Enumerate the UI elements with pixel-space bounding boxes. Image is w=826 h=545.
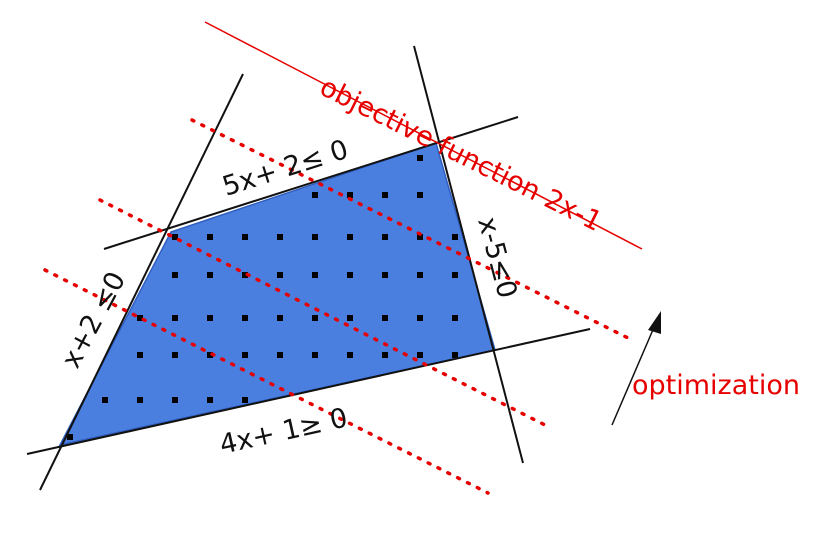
lattice-point-3 xyxy=(382,192,388,198)
lattice-point-19 xyxy=(347,272,353,278)
right-constraint-label: x-5≤0 xyxy=(471,214,522,302)
lattice-point-39 xyxy=(347,352,353,358)
lattice-point-10 xyxy=(347,234,353,240)
objective-line xyxy=(204,21,643,250)
lattice-point-20 xyxy=(382,272,388,278)
lattice-point-16 xyxy=(242,272,248,278)
lattice-point-46 xyxy=(207,397,213,403)
lattice-point-36 xyxy=(242,352,248,358)
lattice-point-31 xyxy=(417,315,423,321)
lattice-point-2 xyxy=(347,192,353,198)
lattice-point-12 xyxy=(417,234,423,240)
lattice-point-28 xyxy=(312,315,318,321)
lattice-point-4 xyxy=(417,192,423,198)
optimization-label: optimization xyxy=(632,370,800,401)
lattice-point-13 xyxy=(452,234,458,240)
left-constraint-line xyxy=(39,73,244,491)
lattice-point-26 xyxy=(242,315,248,321)
lattice-point-8 xyxy=(277,234,283,240)
lattice-point-17 xyxy=(277,272,283,278)
lattice-point-47 xyxy=(242,397,248,403)
lattice-point-15 xyxy=(207,272,213,278)
lattice-point-7 xyxy=(242,234,248,240)
lattice-point-22 xyxy=(452,272,458,278)
right-constraint-line xyxy=(413,45,524,464)
lattice-point-18 xyxy=(312,272,318,278)
lattice-point-33 xyxy=(137,352,143,358)
bottom-constraint-label: 4x+ 1≥ 0 xyxy=(217,402,351,460)
lattice-points xyxy=(67,155,458,440)
lattice-point-43 xyxy=(102,397,108,403)
lattice-point-27 xyxy=(277,315,283,321)
lattice-point-35 xyxy=(207,352,213,358)
lattice-point-34 xyxy=(172,352,178,358)
lattice-point-24 xyxy=(172,315,178,321)
lattice-point-6 xyxy=(207,234,213,240)
lattice-point-48 xyxy=(67,434,73,440)
lattice-point-23 xyxy=(137,315,143,321)
lattice-point-38 xyxy=(312,352,318,358)
lattice-point-45 xyxy=(172,397,178,403)
bottom-constraint-line xyxy=(26,328,591,455)
optimization-arrow xyxy=(611,311,661,426)
level-lines xyxy=(43,118,634,495)
lattice-point-40 xyxy=(382,352,388,358)
lattice-point-29 xyxy=(347,315,353,321)
lattice-point-1 xyxy=(312,192,318,198)
lattice-point-21 xyxy=(417,272,423,278)
lattice-point-37 xyxy=(277,352,283,358)
lattice-point-42 xyxy=(452,352,458,358)
lattice-point-25 xyxy=(207,315,213,321)
top-constraint-line xyxy=(103,116,519,250)
lattice-point-9 xyxy=(312,234,318,240)
lattice-point-41 xyxy=(417,352,423,358)
lattice-point-32 xyxy=(452,315,458,321)
lattice-point-5 xyxy=(172,234,178,240)
lattice-point-14 xyxy=(172,272,178,278)
lattice-point-0 xyxy=(417,155,423,161)
lattice-point-44 xyxy=(137,397,143,403)
level-line-1 xyxy=(190,118,634,342)
lattice-point-11 xyxy=(382,234,388,240)
lattice-point-30 xyxy=(382,315,388,321)
